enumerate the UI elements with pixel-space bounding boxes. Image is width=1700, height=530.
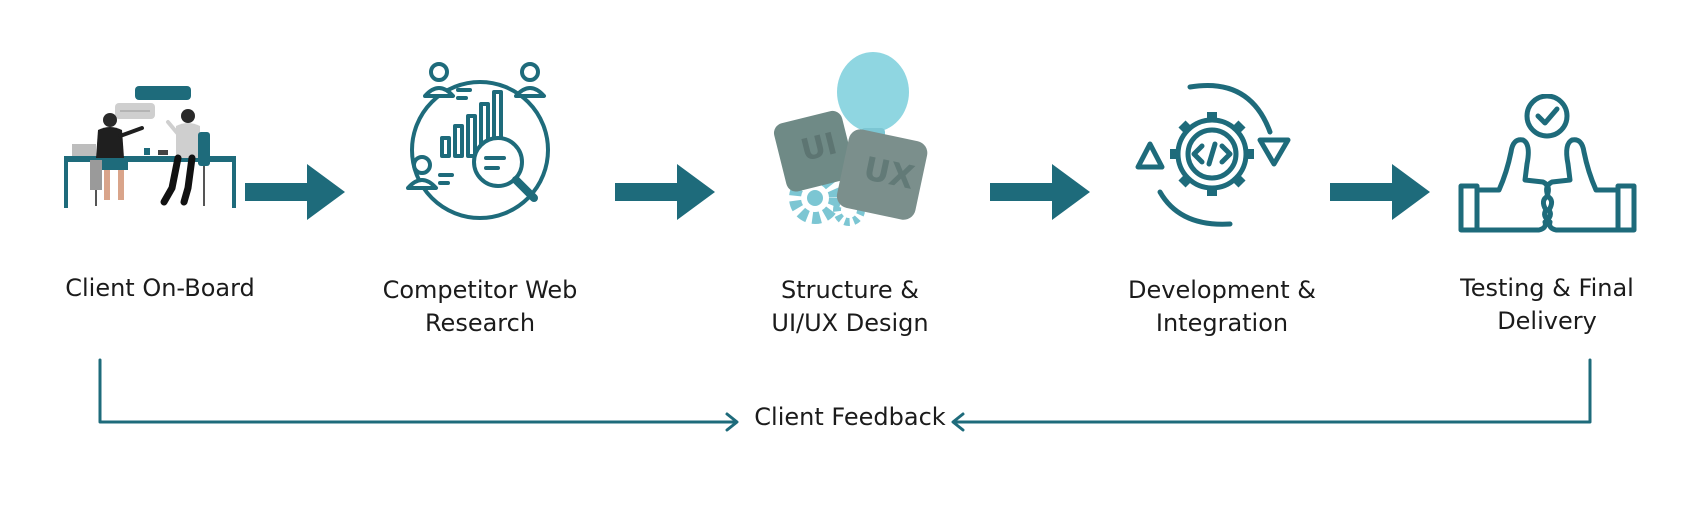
ui-ux-design-icon: UI UX	[765, 50, 940, 230]
label-line: UI/UX Design	[771, 309, 929, 337]
arrow-right-icon	[245, 164, 345, 220]
step-label-structure-design: Structure & UI/UX Design	[720, 274, 980, 340]
feedback-line-left	[98, 358, 737, 424]
label-line: Client On-Board	[65, 274, 255, 302]
label-line: Integration	[1155, 309, 1289, 337]
step-label-client-on-board: Client On-Board	[30, 272, 290, 305]
label-line: Development &	[1128, 276, 1316, 304]
client-feedback-label: Client Feedback	[754, 403, 946, 431]
arrow-right-icon	[990, 164, 1090, 220]
label-line: Testing & Final	[1460, 274, 1634, 302]
meeting-illustration-icon	[64, 86, 236, 208]
label-line: Research	[424, 309, 536, 337]
thumbs-up-check-icon	[1458, 94, 1637, 233]
arrowhead-right-icon	[951, 412, 965, 432]
arrowhead-left-icon	[725, 412, 739, 432]
feedback-line-right	[953, 358, 1592, 424]
label-line: Structure &	[781, 276, 919, 304]
step-label-competitor-research: Competitor Web Research	[350, 274, 610, 340]
arrow-right-icon	[615, 164, 715, 220]
research-icon	[406, 62, 550, 220]
label-line: Delivery	[1497, 307, 1597, 335]
label-line: Competitor Web	[382, 276, 578, 304]
step-label-testing-delivery: Testing & Final Delivery	[1417, 272, 1677, 338]
step-label-development-integration: Development & Integration	[1092, 274, 1352, 340]
development-gear-icon	[1135, 83, 1291, 227]
arrow-right-icon	[1330, 164, 1430, 220]
